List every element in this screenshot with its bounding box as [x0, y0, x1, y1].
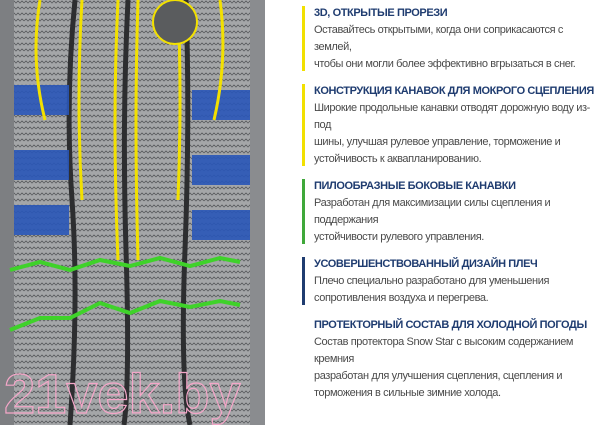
3d-sipes-lines	[34, 0, 225, 261]
feature-title: КОНСТРУКЦИЯ КАНАВОК ДЛЯ МОКРОГО СЦЕПЛЕНИ…	[314, 85, 594, 97]
feature-cold-compound: ПРОТЕКТОРНЫЙ СОСТАВ ДЛЯ ХОЛОДНОЙ ПОГОДЫ …	[302, 318, 600, 402]
feature-line: сопротивления воздуха и перегрева.	[314, 292, 489, 304]
saw-groove-lines	[9, 255, 241, 332]
feature-text: Разработан для максимизации силы сцеплен…	[314, 195, 600, 246]
feature-line: устойчивости рулевого управления.	[314, 231, 484, 243]
feature-line: торможения в сильные зимние холода.	[314, 387, 501, 399]
feature-line: Состав протектора Snow Star с высоким со…	[314, 336, 574, 365]
feature-list: 3D, ОТКРЫТЫЕ ПРОРЕЗИ Оставайтесь открыты…	[302, 6, 600, 402]
accent-bar	[302, 179, 305, 244]
feature-line: шины, улучшая рулевое управление, тормож…	[314, 136, 561, 148]
shoulder-blocks	[14, 85, 250, 240]
feature-title: 3D, ОТКРЫТЫЕ ПРОРЕЗИ	[314, 7, 448, 19]
feature-saw-grooves: ПИЛООБРАЗНЫЕ БОКОВЫЕ КАНАВКИ Разработан …	[302, 179, 600, 246]
feature-text: Состав протектора Snow Star с высоким со…	[314, 334, 600, 402]
feature-line: разработан для улучшения сцепления, сцеп…	[314, 370, 563, 382]
feature-line: чтобы они могли более эффективно вгрызат…	[314, 58, 576, 70]
feature-wet-grooves: КОНСТРУКЦИЯ КАНАВОК ДЛЯ МОКРОГО СЦЕПЛЕНИ…	[302, 84, 600, 168]
accent-bar	[302, 84, 305, 166]
feature-title: ПИЛООБРАЗНЫЕ БОКОВЫЕ КАНАВКИ	[314, 180, 516, 192]
feature-text: Плечо специально разработано для уменьше…	[314, 273, 600, 307]
sipe-detail-inset	[152, 0, 198, 45]
tire-tread-image	[0, 0, 265, 425]
feature-title: ПРОТЕКТОРНЫЙ СОСТАВ ДЛЯ ХОЛОДНОЙ ПОГОДЫ	[314, 319, 587, 331]
feature-shoulder-design: УСОВЕРШЕНСТВОВАННЫЙ ДИЗАЙН ПЛЕЧ Плечо сп…	[302, 257, 600, 307]
feature-line: Плечо специально разработано для уменьше…	[314, 275, 549, 287]
feature-line: устойчивость к аквапланированию.	[314, 153, 482, 165]
feature-line: Оставайтесь открытыми, когда они соприка…	[314, 24, 563, 53]
accent-bar	[302, 6, 305, 71]
feature-line: Разработан для максимизации силы сцеплен…	[314, 197, 551, 226]
feature-title: УСОВЕРШЕНСТВОВАННЫЙ ДИЗАЙН ПЛЕЧ	[314, 258, 538, 270]
feature-line: Широкие продольные канавки отводят дорож…	[314, 102, 590, 131]
feature-3d-sipes: 3D, ОТКРЫТЫЕ ПРОРЕЗИ Оставайтесь открыты…	[302, 6, 600, 73]
feature-text: Широкие продольные канавки отводят дорож…	[314, 100, 600, 168]
accent-bar	[302, 257, 305, 305]
feature-text: Оставайтесь открытыми, когда они соприка…	[314, 22, 600, 73]
